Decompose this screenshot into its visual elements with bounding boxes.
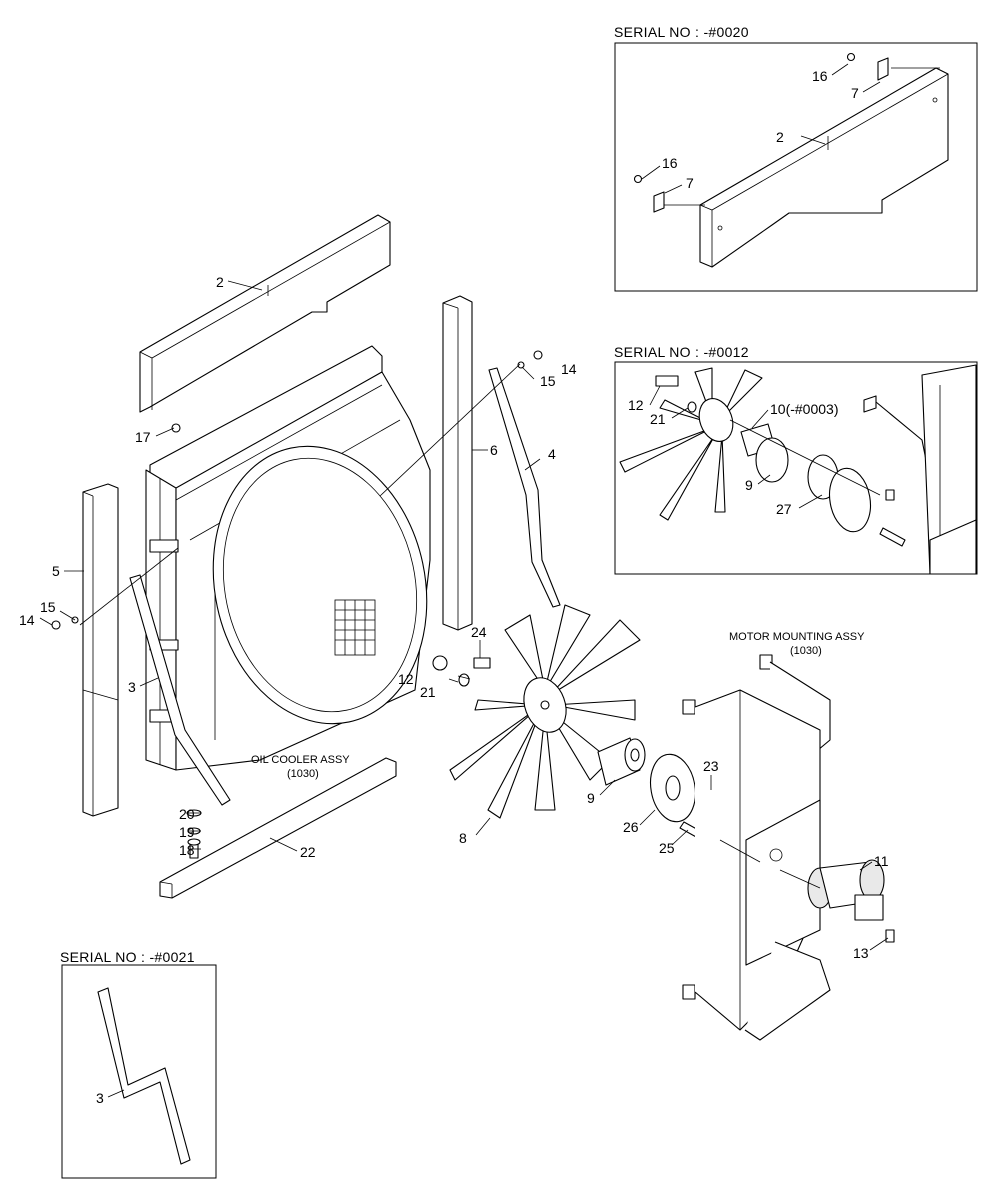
inset-frame-serial-0012 bbox=[614, 361, 978, 575]
support-strap-3 bbox=[129, 574, 231, 806]
inset3-callout-3: 3 bbox=[96, 1090, 104, 1106]
inset2-callout-9: 9 bbox=[745, 477, 753, 493]
inset3-strap-3 bbox=[97, 987, 191, 1165]
oil-cooler-assy-ref: (1030) bbox=[287, 768, 319, 780]
callout-9: 9 bbox=[587, 790, 595, 806]
callout-15-left: 15 bbox=[40, 599, 56, 615]
radiator-assembly bbox=[145, 345, 431, 771]
motor-mounting-assy-label: MOTOR MOUNTING ASSY bbox=[729, 631, 865, 643]
inset-frame-serial-0020 bbox=[614, 42, 978, 292]
callout-2: 2 bbox=[216, 274, 224, 290]
inset-title-serial-0020: SERIAL NO : -#0020 bbox=[614, 24, 749, 40]
inset2-callout-10: 10(-#0003) bbox=[770, 401, 839, 417]
small-bolts bbox=[51, 350, 543, 630]
callout-23: 23 bbox=[703, 758, 719, 774]
inset1-shroud-panel bbox=[699, 67, 949, 268]
callout-14-left: 14 bbox=[19, 612, 35, 628]
leader-lines bbox=[39, 63, 940, 1098]
oil-cooler-assy-label: OIL COOLER ASSY bbox=[251, 754, 350, 766]
flange-plate-26 bbox=[649, 753, 697, 823]
callout-5: 5 bbox=[52, 563, 60, 579]
coupling-9 bbox=[597, 737, 646, 786]
callout-6: 6 bbox=[490, 442, 498, 458]
callout-26: 26 bbox=[623, 819, 639, 835]
callout-24: 24 bbox=[471, 624, 487, 640]
callout-11: 11 bbox=[874, 853, 889, 869]
inset2-callout-21: 21 bbox=[650, 411, 666, 427]
inset-title-serial-0021: SERIAL NO : -#0021 bbox=[60, 949, 195, 965]
callout-22: 22 bbox=[300, 844, 316, 860]
callout-14-top: 14 bbox=[561, 361, 577, 377]
callout-18: 18 bbox=[179, 842, 195, 858]
inset1-callout-7b: 7 bbox=[686, 175, 694, 191]
inset2-motor-frame bbox=[863, 364, 977, 575]
shroud-panel-2 bbox=[139, 214, 391, 413]
support-bar-22 bbox=[159, 757, 397, 899]
callout-17: 17 bbox=[135, 429, 151, 445]
nut-12-washer-21 bbox=[432, 655, 491, 687]
inset1-callout-2: 2 bbox=[776, 129, 784, 145]
seal-strip-6 bbox=[442, 295, 473, 631]
inset-title-serial-0012: SERIAL NO : -#0012 bbox=[614, 344, 749, 360]
inset1-brackets bbox=[633, 52, 889, 213]
inset2-callout-12: 12 bbox=[628, 397, 644, 413]
callout-21: 21 bbox=[420, 684, 436, 700]
callout-13: 13 bbox=[853, 945, 869, 961]
motor-mounting-assy-ref: (1030) bbox=[790, 645, 822, 657]
callout-4: 4 bbox=[548, 446, 556, 462]
callout-12: 12 bbox=[398, 671, 414, 687]
callout-20: 20 bbox=[179, 806, 195, 822]
hydraulic-motor-11 bbox=[807, 859, 895, 943]
callout-25: 25 bbox=[659, 840, 675, 856]
callout-8: 8 bbox=[459, 830, 467, 846]
inset1-callout-16a: 16 bbox=[812, 68, 828, 84]
cooling-fan-8 bbox=[449, 604, 641, 819]
callout-3: 3 bbox=[128, 679, 136, 695]
inset1-callout-7a: 7 bbox=[851, 85, 859, 101]
callout-19: 19 bbox=[179, 824, 195, 840]
motor-mounting-frame bbox=[682, 654, 831, 1041]
inset2-fan-coupling bbox=[619, 367, 906, 547]
inset1-callout-16b: 16 bbox=[662, 155, 678, 171]
inset-frame-serial-0021 bbox=[61, 964, 217, 1179]
inset2-callout-27: 27 bbox=[776, 501, 792, 517]
seal-strip-5 bbox=[82, 483, 119, 817]
callout-15-top: 15 bbox=[540, 373, 556, 389]
stay-4 bbox=[488, 367, 561, 608]
